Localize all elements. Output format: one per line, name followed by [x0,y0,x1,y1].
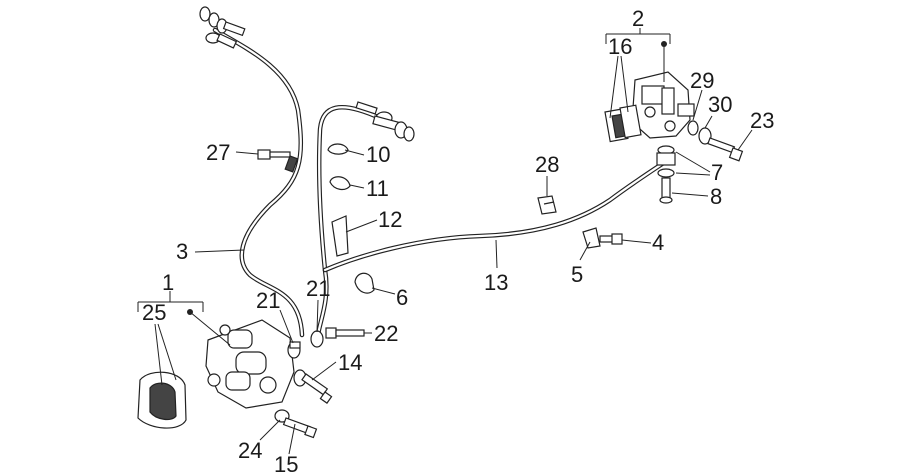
callout-25: 25 [142,300,166,325]
top-left-banjo-fitting [199,6,246,49]
leader-lines [137,28,753,455]
callout-28: 28 [535,152,559,177]
middle-banjo-fitting [355,101,415,142]
callout-21-left: 21 [256,288,280,313]
hose-13 [315,105,668,338]
bolt-15 [282,417,318,439]
master-cylinder [631,71,695,139]
hose-3 [212,27,305,338]
callout-11: 11 [366,176,389,201]
bolt-22 [325,327,365,339]
clamp-6 [354,272,375,294]
callout-21-right: 21 [306,276,330,301]
washers-7 [656,145,676,178]
callout-13: 13 [484,270,508,295]
callout-12: 12 [378,207,402,232]
callout-15: 15 [274,452,298,472]
fitting-21-left [287,341,301,359]
clamp-28 [537,195,557,215]
bolt-14 [293,369,333,404]
callout-30: 30 [708,92,732,117]
callout-23: 23 [750,108,774,133]
brake-pads-16 [604,104,642,143]
callout-labels: 1 2 3 4 5 6 7 8 10 11 12 13 14 15 16 21 … [142,6,774,472]
bracket-5 [582,227,601,249]
bolt-4 [599,233,623,245]
callout-10: 10 [366,142,390,167]
clip-11 [329,176,351,191]
sleeve-12 [331,215,349,257]
callout-24: 24 [238,438,262,463]
callout-16: 16 [608,34,632,59]
bolt-23 [707,137,744,162]
callout-3: 3 [176,239,188,264]
callout-4: 4 [652,230,664,255]
callout-6: 6 [396,285,408,310]
clip-10 [327,143,349,155]
washer-29 [687,120,699,136]
callout-29: 29 [690,68,714,93]
callout-8: 8 [710,184,722,209]
brake-pads-25 [137,371,187,429]
callout-22: 22 [374,321,398,346]
callout-2: 2 [632,6,644,31]
bolt-8 [659,177,673,204]
callout-5: 5 [571,262,583,287]
brake-caliper [205,319,295,409]
callout-1: 1 [162,270,174,295]
callout-7: 7 [711,160,723,185]
callout-27: 27 [206,140,230,165]
callout-14: 14 [338,350,362,375]
fitting-21-right [310,330,324,348]
bolt-27 [257,149,299,173]
